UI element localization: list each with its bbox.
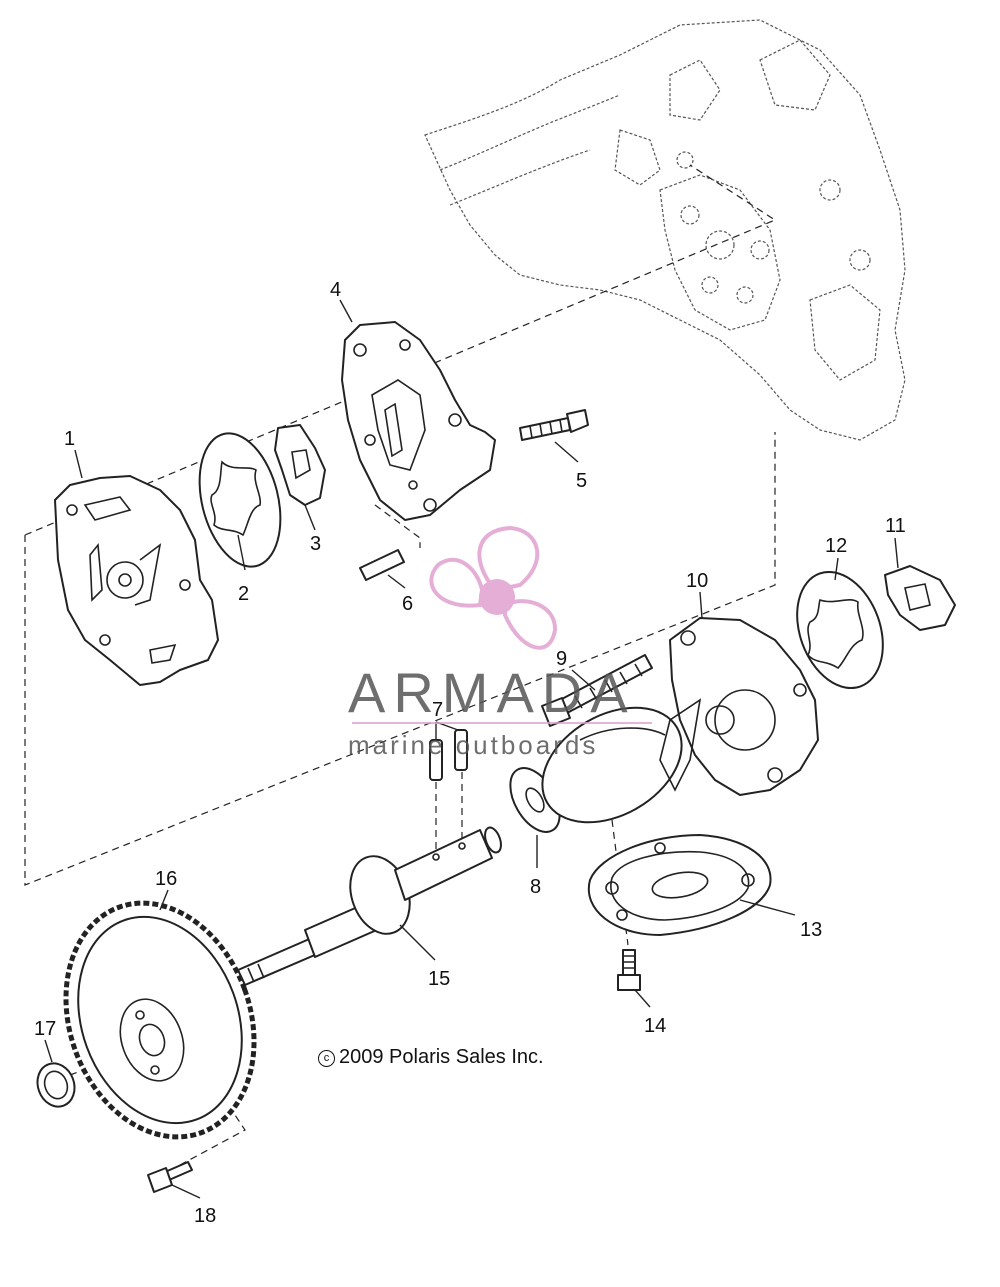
callout-10: 10: [686, 570, 708, 592]
part-9-bolt: [541, 654, 653, 727]
callout-numbers: 1 2 3 4 5 6 7 8 9 10 11 12 13 14 15 16 1…: [34, 279, 906, 1227]
callout-6: 6: [402, 593, 413, 615]
part-2-outer-rotor: [198, 432, 282, 568]
watermark-propeller-logo: [429, 525, 558, 650]
callout-13: 13: [800, 919, 822, 941]
callout-7: 7: [432, 699, 443, 721]
part-1-pump-cover: [54, 475, 219, 686]
part-6-dowel-pin: [359, 549, 405, 581]
callout-17: 17: [34, 1018, 56, 1040]
callout-12: 12: [825, 535, 847, 557]
callout-4: 4: [330, 279, 341, 301]
watermark-brand: ARMADA: [348, 661, 636, 724]
callout-1: 1: [64, 428, 75, 450]
watermark-rule: [352, 722, 652, 724]
callout-15: 15: [428, 968, 450, 990]
callout-leaders: [44, 299, 899, 1199]
part-15-shaft: [237, 826, 502, 986]
part-4-pump-body: [341, 321, 496, 521]
copyright-text: 2009 Polaris Sales Inc.: [339, 1046, 544, 1068]
callout-16: 16: [155, 868, 177, 890]
part-7-pins: [429, 729, 468, 781]
copyright-symbol: c: [318, 1050, 335, 1067]
part-10-pump-housing: [541, 617, 819, 824]
part-13-gasket: [587, 834, 772, 936]
callout-3: 3: [310, 533, 321, 555]
watermark-tagline: marine outboards: [348, 730, 599, 760]
engine-case-phantom: [424, 19, 906, 441]
callout-11: 11: [885, 515, 906, 537]
part-17-washer: [36, 1062, 76, 1108]
callout-5: 5: [576, 470, 587, 492]
callout-14: 14: [644, 1015, 666, 1037]
part-11-inner-rotor: [884, 565, 956, 631]
part-14-bolt: [617, 949, 641, 991]
part-3-inner-rotor: [274, 424, 326, 506]
callout-2: 2: [238, 583, 249, 605]
part-5-screw: [519, 409, 589, 441]
part-16-gear: [63, 900, 257, 1140]
part-12-outer-rotor: [796, 570, 884, 690]
callout-18: 18: [194, 1205, 216, 1227]
part-18-bolt: [147, 1161, 193, 1193]
callout-9: 9: [556, 648, 567, 670]
callout-8: 8: [530, 876, 541, 898]
